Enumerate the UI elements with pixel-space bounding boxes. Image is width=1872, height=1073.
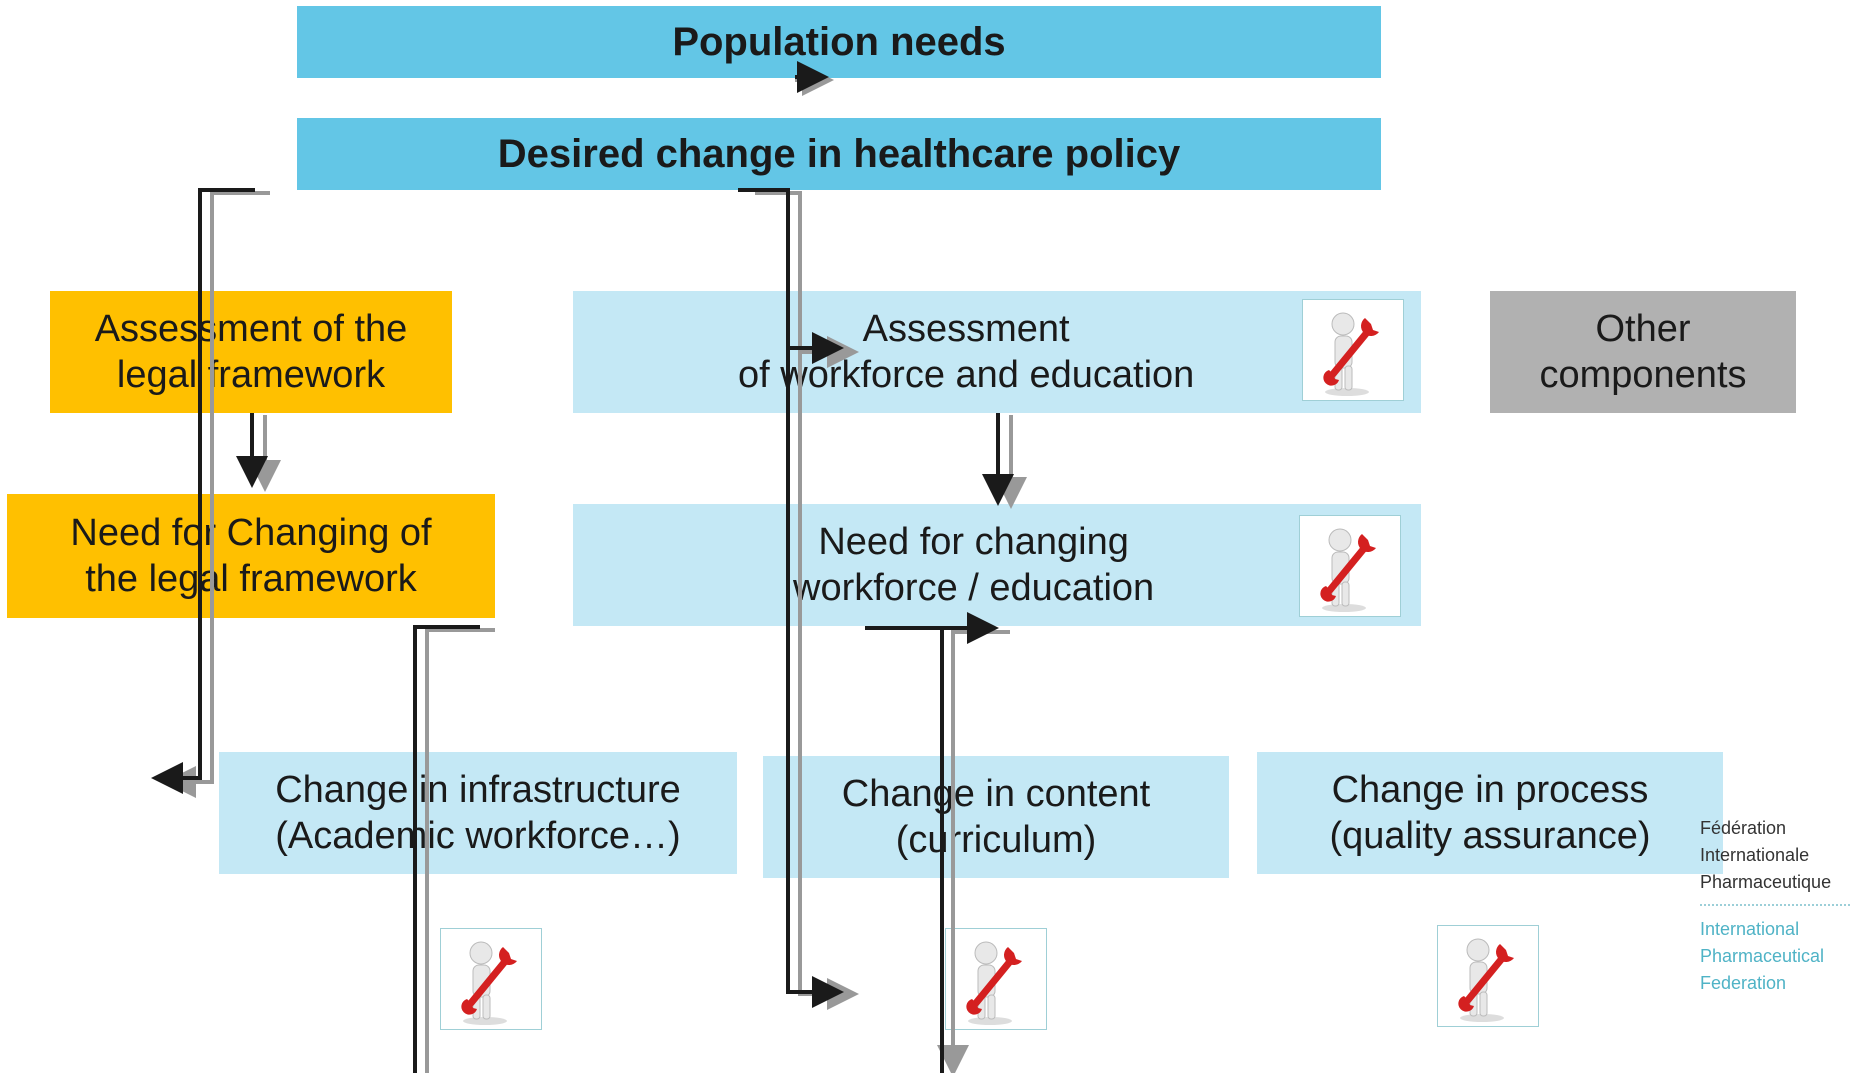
change-process-box: Change in process (quality assurance)	[1257, 752, 1723, 874]
other-components-box: Other components	[1490, 291, 1796, 413]
tool-figure-icon	[1302, 299, 1404, 401]
fip-logo: Fédération Internationale Pharmaceutique…	[1700, 815, 1872, 997]
tool-figure-icon	[1299, 515, 1401, 617]
logo-fr-line: Pharmaceutique	[1700, 872, 1832, 892]
need-changing-legal-box: Need for Changing of the legal framework	[7, 494, 495, 618]
connector-policy-to-infrastructure	[151, 188, 255, 794]
change-infrastructure-box: Change in infrastructure (Academic workf…	[219, 752, 737, 874]
logo-fr-line: Internationale	[1700, 845, 1810, 865]
logo-en-line: Pharmaceutical	[1700, 946, 1825, 966]
change-content-box: Change in content (curriculum)	[763, 756, 1229, 878]
tool-figure-icon	[440, 928, 542, 1030]
desired-change-box: Desired change in healthcare policy	[297, 118, 1381, 190]
connector-policy-to-infrastructure	[164, 191, 270, 798]
assessment-workforce-box: Assessment of workforce and education	[573, 291, 1421, 413]
need-changing-workforce-box: Need for changing workforce / education	[573, 504, 1421, 626]
population-needs-box: Population needs	[297, 6, 1381, 78]
logo-fr-line: Fédération	[1700, 818, 1787, 838]
logo-en-line: Federation	[1700, 973, 1787, 993]
logo-en-line: International	[1700, 919, 1800, 939]
assessment-legal-box: Assessment of the legal framework	[50, 291, 452, 413]
tool-figure-icon	[945, 928, 1047, 1030]
tool-figure-icon	[1437, 925, 1539, 1027]
logo-divider	[1700, 904, 1850, 906]
